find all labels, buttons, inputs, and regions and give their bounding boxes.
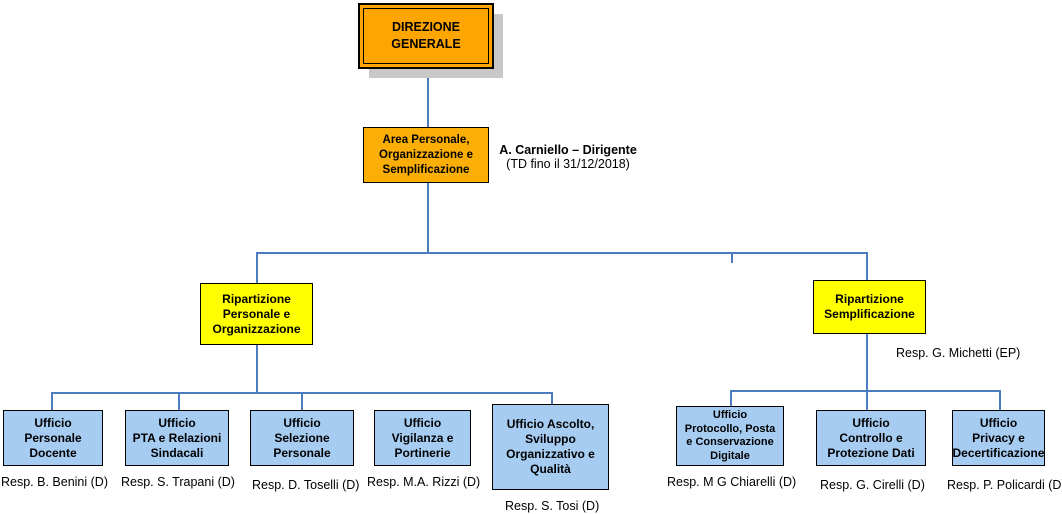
org-box-ufficio-ascolto-sviluppo: Ufficio Ascolto, Sviluppo Organizzativo … bbox=[492, 404, 609, 490]
org-box-label: Ufficio Controllo e Protezione Dati bbox=[827, 415, 915, 460]
org-box-ufficio-selezione-personale: Ufficio Selezione Personale bbox=[250, 410, 354, 466]
connector-line bbox=[730, 390, 1000, 392]
resp-annotation: Resp. B. Benini (D) bbox=[1, 475, 108, 489]
org-box-direzione-generale: DIREZIONE GENERALE bbox=[358, 3, 494, 69]
connector-line bbox=[730, 390, 732, 407]
connector-line bbox=[866, 390, 868, 410]
manager-name: A. Carniello – Dirigente bbox=[499, 143, 637, 157]
connector-line bbox=[256, 345, 258, 393]
area-manager-annotation: A. Carniello – Dirigente (TD fino il 31/… bbox=[497, 143, 639, 171]
org-box-label: Ufficio Personale Docente bbox=[24, 415, 82, 460]
org-box-label: Ufficio Ascolto, Sviluppo Organizzativo … bbox=[506, 417, 595, 476]
org-box-label: Ufficio Protocollo, Posta e Conservazion… bbox=[684, 409, 776, 462]
connector-line bbox=[301, 392, 303, 410]
connector-line bbox=[999, 390, 1001, 410]
resp-annotation: Resp. S. Trapani (D) bbox=[121, 475, 235, 489]
connector-line bbox=[866, 252, 868, 281]
resp-annotation: Resp. P. Policardi (D) bbox=[947, 478, 1062, 492]
connector-line bbox=[256, 252, 867, 254]
connector-line bbox=[427, 70, 429, 128]
org-box-ufficio-pta-relazioni-sindacali: Ufficio PTA e Relazioni Sindacali bbox=[125, 410, 229, 466]
semplificazione-resp-annotation: Resp. G. Michetti (EP) bbox=[896, 346, 1021, 360]
org-box-label: Ufficio Privacy e Decertificazione bbox=[952, 415, 1045, 460]
org-box-label: Ufficio Vigilanza e Portinerie bbox=[391, 415, 454, 460]
org-box-label: DIREZIONE GENERALE bbox=[391, 20, 461, 51]
org-box-ufficio-privacy-decertificazione: Ufficio Privacy e Decertificazione bbox=[952, 410, 1045, 466]
connector-line bbox=[866, 334, 868, 391]
org-box-area-personale: Area Personale, Organizzazione e Semplif… bbox=[363, 127, 489, 183]
connector-stub bbox=[731, 252, 733, 263]
org-box-label: Ripartizione Semplificazione bbox=[824, 292, 915, 321]
org-box-ufficio-protocollo-posta: Ufficio Protocollo, Posta e Conservazion… bbox=[676, 406, 784, 466]
resp-annotation: Resp. D. Toselli (D) bbox=[252, 478, 360, 492]
resp-annotation: Resp. M G Chiarelli (D) bbox=[667, 475, 797, 489]
org-box-label: Area Personale, Organizzazione e Semplif… bbox=[379, 133, 473, 176]
connector-line bbox=[256, 252, 258, 284]
org-box-ufficio-personale-docente: Ufficio Personale Docente bbox=[3, 410, 103, 466]
manager-note: (TD fino il 31/12/2018) bbox=[506, 157, 630, 171]
org-box-label: Ripartizione Personale e Organizzazione bbox=[212, 291, 301, 336]
connector-line bbox=[551, 392, 553, 405]
org-box-ufficio-vigilanza-portinerie: Ufficio Vigilanza e Portinerie bbox=[374, 410, 471, 466]
org-box-ripartizione-personale: Ripartizione Personale e Organizzazione bbox=[200, 283, 313, 345]
org-box-label: Ufficio PTA e Relazioni Sindacali bbox=[132, 415, 222, 460]
resp-annotation: Resp. S. Tosi (D) bbox=[505, 499, 600, 513]
resp-annotation: Resp. G. Cirelli (D) bbox=[820, 478, 925, 492]
resp-annotation: Resp. M.A. Rizzi (D) bbox=[367, 475, 481, 489]
connector-line bbox=[427, 183, 429, 253]
connector-line bbox=[178, 392, 180, 410]
org-box-ripartizione-semplificazione: Ripartizione Semplificazione bbox=[813, 280, 926, 334]
org-box-label: Ufficio Selezione Personale bbox=[273, 415, 331, 460]
org-box-ufficio-controllo-protezione-dati: Ufficio Controllo e Protezione Dati bbox=[816, 410, 926, 466]
connector-line bbox=[51, 392, 53, 410]
